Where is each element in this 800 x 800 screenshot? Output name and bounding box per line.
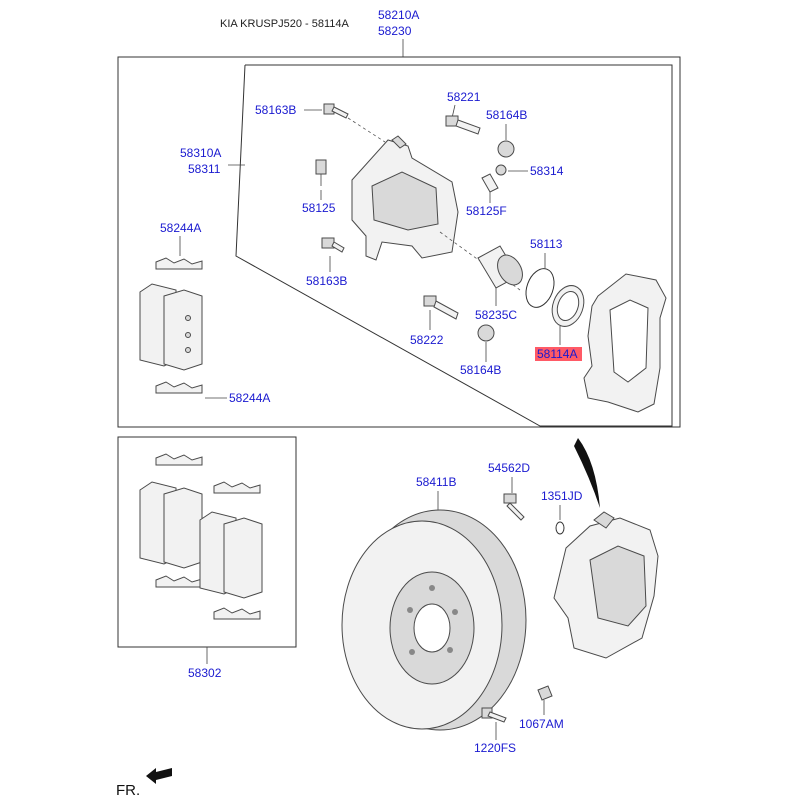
brake-disc-illustration	[341, 509, 527, 731]
label-58310A[interactable]: 58310A	[180, 146, 221, 160]
label-58221[interactable]: 58221	[447, 90, 481, 104]
front-marker-label: FR.	[116, 782, 140, 799]
bleeder-screw-illustration	[481, 173, 499, 193]
disc-bolt-illustration	[503, 493, 525, 521]
label-58125[interactable]: 58125	[302, 201, 336, 215]
seal-illustration	[525, 268, 555, 308]
cap-upper-illustration	[497, 140, 515, 158]
label-1220FS[interactable]: 1220FS	[474, 741, 516, 755]
label-58311[interactable]: 58311	[188, 162, 221, 176]
label-58302[interactable]: 58302	[188, 666, 222, 680]
brake-pads-illustration	[139, 257, 203, 394]
guide-pin-upper-illustration	[445, 115, 481, 135]
label-58164B-upper[interactable]: 58164B	[486, 108, 527, 122]
front-arrow-icon	[146, 768, 172, 784]
cap-lower-illustration	[477, 324, 495, 342]
label-1067AM[interactable]: 1067AM	[519, 717, 564, 731]
caliper-assembly-frame	[117, 56, 681, 428]
caliper-subassembly-frame	[235, 64, 673, 427]
label-58235C[interactable]: 58235C	[475, 308, 517, 322]
boot-illustration	[551, 285, 585, 327]
dash-bolt-upper	[347, 117, 386, 143]
label-58230[interactable]: 58230	[378, 24, 412, 38]
label-58164B-lower[interactable]: 58164B	[460, 363, 501, 377]
indicator-curve-arrow	[574, 438, 600, 508]
label-58113[interactable]: 58113	[530, 237, 563, 251]
label-58222[interactable]: 58222	[410, 333, 444, 347]
bolt-upper-illustration	[323, 103, 349, 119]
label-1351JD[interactable]: 1351JD	[541, 489, 583, 503]
diagram-title: KIA KRUSPJ520 - 58114A	[220, 18, 349, 30]
hub-bolt-illustration	[481, 707, 507, 723]
label-58125F[interactable]: 58125F	[466, 204, 507, 218]
label-54562D[interactable]: 54562D	[488, 461, 530, 475]
label-58163B-upper[interactable]: 58163B	[255, 103, 296, 117]
highlight-58114A	[535, 347, 582, 361]
label-58210A[interactable]: 58210A	[378, 8, 419, 22]
bolt-lower-illustration	[321, 237, 345, 253]
label-58314[interactable]: 58314	[530, 164, 564, 178]
plug-illustration	[537, 685, 553, 701]
label-58244A-top[interactable]: 58244A	[160, 221, 201, 235]
guide-pin-lower-illustration	[423, 295, 459, 320]
bleeder-cap-illustration	[315, 159, 327, 186]
washer-illustration	[555, 521, 565, 535]
carrier-bracket-illustration	[583, 273, 667, 413]
label-58244A-bottom[interactable]: 58244A	[229, 391, 270, 405]
label-58411B[interactable]: 58411B	[416, 475, 456, 489]
assembled-caliper-illustration	[553, 511, 659, 659]
label-58114A[interactable]: 58114A	[537, 347, 577, 361]
piston-illustration	[477, 245, 523, 289]
pad-kit-illustration	[139, 453, 263, 620]
label-58163B-lower[interactable]: 58163B	[306, 274, 347, 288]
bleeder-illustration	[495, 164, 507, 176]
caliper-housing-illustration	[351, 135, 459, 261]
